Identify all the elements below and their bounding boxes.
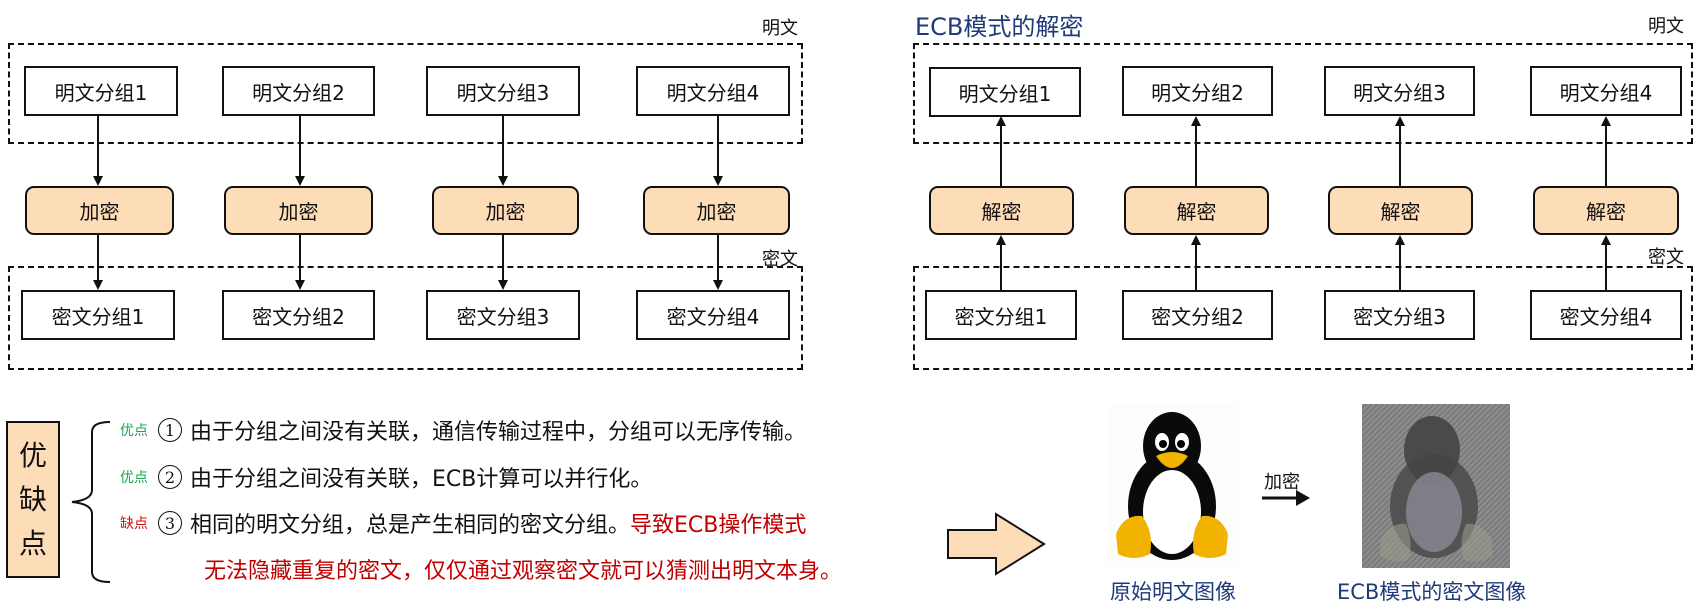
item-number: 1	[158, 418, 182, 442]
dec-ciphertext-region-label: 密文	[1648, 247, 1684, 268]
tux-encrypted-image	[1362, 404, 1510, 568]
dec-ciphertext-region	[913, 266, 1693, 370]
encrypt-op-1: 加密	[25, 186, 174, 235]
pros-cons-item: 优点 2 由于分组之间没有关联，ECB计算可以并行化。	[120, 461, 652, 493]
encrypt-op-4: 加密	[643, 186, 790, 235]
item-number: 3	[158, 511, 182, 535]
pros-cons-continuation: 无法隐藏重复的密文，仅仅通过观察密文就可以猜测出明文本身。	[204, 553, 842, 585]
dec-plain-block-2: 明文分组2	[1122, 66, 1273, 116]
dec-plain-block-3: 明文分组3	[1324, 66, 1475, 116]
cipher-block-3: 密文分组3	[426, 290, 580, 340]
plain-block-1: 明文分组1	[24, 66, 178, 116]
pros-cons-item: 优点 1 由于分组之间没有关联，通信传输过程中，分组可以无序传输。	[120, 414, 806, 446]
dec-cipher-block-2: 密文分组2	[1122, 290, 1273, 340]
decrypt-op-1: 解密	[929, 186, 1074, 235]
decrypt-op-3: 解密	[1328, 186, 1473, 235]
encrypt-op-2: 加密	[224, 186, 373, 235]
con-tag: 缺点	[120, 516, 148, 532]
plaintext-region	[8, 43, 803, 144]
pros-cons-label: 优 缺 点	[6, 421, 60, 578]
dec-plaintext-region	[913, 43, 1693, 144]
cipher-block-2: 密文分组2	[222, 290, 375, 340]
encrypt-op-3: 加密	[432, 186, 579, 235]
dec-cipher-block-1: 密文分组1	[925, 290, 1077, 340]
dec-cipher-block-3: 密文分组3	[1324, 290, 1475, 340]
item-text: 由于分组之间没有关联，通信传输过程中，分组可以无序传输。	[190, 420, 807, 445]
encrypted-image-caption: ECB模式的密文图像	[1337, 580, 1527, 604]
pros-cons-item: 缺点 3 相同的明文分组，总是产生相同的密文分组。 导致ECB操作模式	[120, 507, 806, 539]
item-highlight: 导致ECB操作模式	[630, 513, 807, 538]
decrypt-op-4: 解密	[1533, 186, 1679, 235]
pros-cons-char-2: 缺	[18, 482, 47, 516]
item-text: 相同的明文分组，总是产生相同的密文分组。	[190, 513, 631, 538]
original-image-caption: 原始明文图像	[1110, 580, 1236, 604]
decrypt-title: ECB模式的解密	[915, 13, 1084, 41]
pros-cons-char-3: 点	[18, 526, 47, 560]
ciphertext-region	[8, 266, 803, 370]
ciphertext-region-label: 密文	[762, 249, 798, 270]
dec-plaintext-region-label: 明文	[1648, 16, 1684, 37]
plain-block-2: 明文分组2	[222, 66, 375, 116]
cipher-block-1: 密文分组1	[21, 290, 175, 340]
item-text: 由于分组之间没有关联，ECB计算可以并行化。	[190, 467, 653, 492]
dec-plain-block-4: 明文分组4	[1530, 66, 1682, 116]
plain-block-3: 明文分组3	[426, 66, 580, 116]
plain-block-4: 明文分组4	[636, 66, 790, 116]
big-right-arrow	[947, 512, 1046, 576]
brace	[71, 421, 111, 583]
continuation-text: 无法隐藏重复的密文，仅仅通过观察密文就可以猜测出明文本身。	[204, 559, 843, 584]
decrypt-op-2: 解密	[1124, 186, 1269, 235]
image-encrypt-label: 加密	[1264, 472, 1300, 493]
tux-original-image	[1108, 404, 1238, 566]
cipher-block-4: 密文分组4	[636, 290, 790, 340]
dec-plain-block-1: 明文分组1	[929, 67, 1081, 117]
item-number: 2	[158, 465, 182, 489]
plaintext-region-label: 明文	[762, 18, 798, 39]
pros-cons-char-1: 优	[18, 438, 47, 472]
pro-tag: 优点	[120, 423, 148, 439]
dec-cipher-block-4: 密文分组4	[1530, 290, 1682, 340]
pro-tag: 优点	[120, 470, 148, 486]
